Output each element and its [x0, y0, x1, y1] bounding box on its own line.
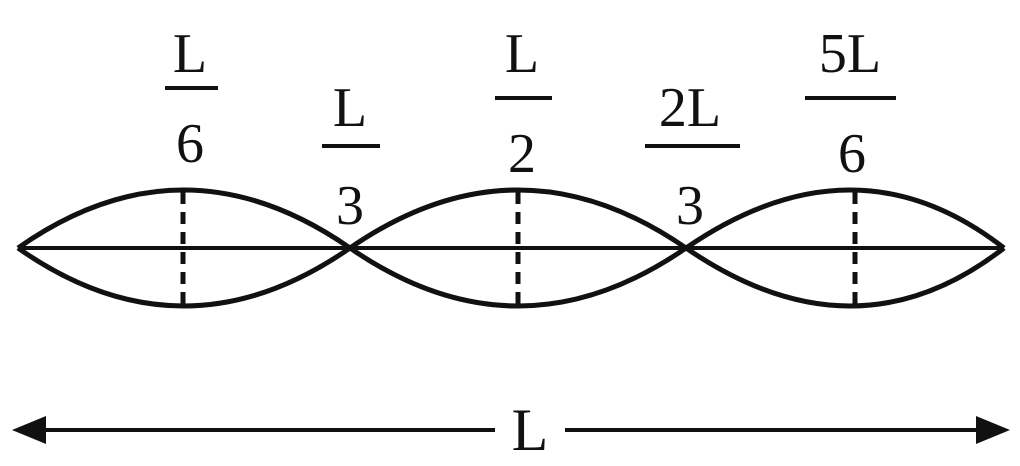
loop-1-lower — [16, 245, 352, 309]
loop-2-upper — [348, 187, 688, 251]
label-numerator: 2L — [659, 77, 721, 139]
span-label: L — [512, 397, 549, 463]
wave-loops — [16, 187, 1006, 309]
label-numerator: L — [505, 23, 539, 85]
loop-3-upper — [684, 187, 1006, 251]
loop-1-upper — [16, 187, 352, 251]
label-numerator: L — [173, 23, 207, 85]
label-numerator: L — [333, 77, 367, 139]
label-2l-over-3: 2L 3 — [645, 77, 740, 237]
loop-2-lower — [348, 245, 688, 309]
loop-3-lower — [684, 245, 1006, 309]
label-denominator: 2 — [508, 123, 536, 185]
label-denominator: 3 — [676, 175, 704, 237]
length-span-arrow: L — [12, 397, 1010, 463]
label-5l-over-6: 5L 6 — [805, 23, 896, 185]
label-denominator: 6 — [838, 123, 866, 185]
label-denominator: 6 — [176, 113, 204, 175]
label-numerator: 5L — [819, 23, 881, 85]
fraction-labels: L 6 L 3 L 2 2L 3 5L 6 — [165, 23, 896, 237]
label-l-over-3: L 3 — [322, 77, 380, 237]
label-denominator: 3 — [336, 175, 364, 237]
arrowhead-right-icon — [976, 416, 1010, 444]
label-l-over-6: L 6 — [165, 23, 218, 175]
label-l-over-2: L 2 — [495, 23, 552, 185]
arrowhead-left-icon — [12, 416, 46, 444]
